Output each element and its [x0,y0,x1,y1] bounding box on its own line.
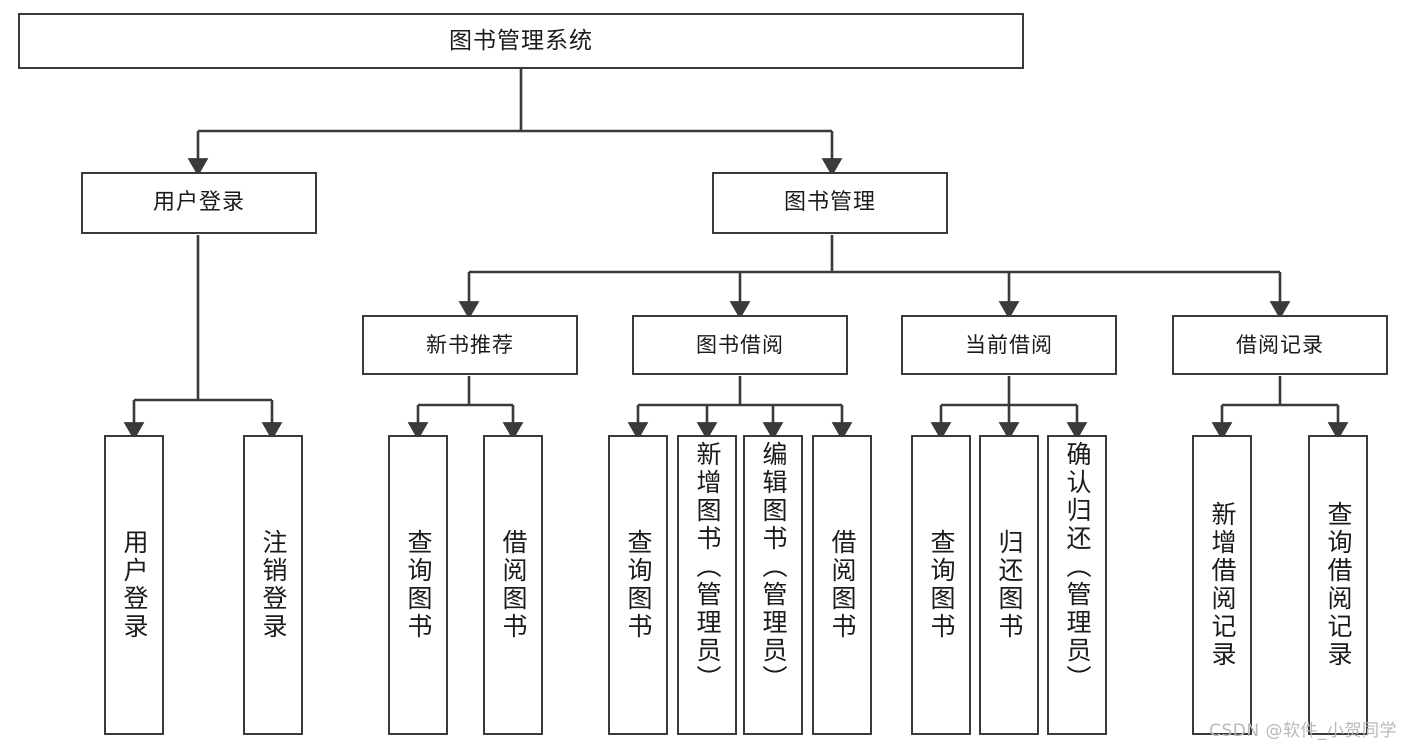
node-label: 用户登录 [152,190,245,216]
node-new-book-recommend[interactable]: 新书推荐 [362,315,578,375]
node-label: 新增借阅记录 [1208,501,1237,669]
node-label: 查询图书 [624,529,653,641]
leaf-query-book-recommend[interactable]: 查询图书 [388,435,448,735]
node-label: 图书管理 [783,190,876,216]
leaf-edit-book-admin[interactable]: 编辑图书（管理员） [743,435,803,735]
leaf-confirm-return-admin[interactable]: 确认归还（管理员） [1047,435,1107,735]
leaf-query-book-borrow[interactable]: 查询图书 [608,435,668,735]
node-root-book-management-system[interactable]: 图书管理系统 [18,13,1024,69]
node-current-borrow[interactable]: 当前借阅 [901,315,1117,375]
leaf-user-logout[interactable]: 注销登录 [243,435,303,735]
leaf-borrow-book[interactable]: 借阅图书 [812,435,872,735]
leaf-add-book-admin[interactable]: 新增图书（管理员） [677,435,737,735]
node-label: 当前借阅 [965,332,1053,357]
node-label: 编辑图书（管理员） [759,441,788,693]
node-label: 查询图书 [404,529,433,641]
node-label: 图书借阅 [696,332,784,357]
node-label: 借阅图书 [828,529,857,641]
leaf-borrow-book-recommend[interactable]: 借阅图书 [483,435,543,735]
node-label: 借阅记录 [1236,332,1324,357]
leaf-query-borrow-record[interactable]: 查询借阅记录 [1308,435,1368,735]
node-user-login[interactable]: 用户登录 [81,172,317,234]
node-label: 用户登录 [120,529,149,641]
node-book-borrow[interactable]: 图书借阅 [632,315,848,375]
node-label: 借阅图书 [499,529,528,641]
node-label: 确认归还（管理员） [1063,441,1092,693]
node-label: 查询借阅记录 [1324,501,1353,669]
leaf-user-login[interactable]: 用户登录 [104,435,164,735]
node-label: 图书管理系统 [449,27,593,54]
leaf-return-book[interactable]: 归还图书 [979,435,1039,735]
leaf-add-borrow-record[interactable]: 新增借阅记录 [1192,435,1252,735]
node-label: 新增图书（管理员） [693,441,722,693]
node-label: 注销登录 [259,529,288,641]
node-book-management[interactable]: 图书管理 [712,172,948,234]
leaf-query-book-current[interactable]: 查询图书 [911,435,971,735]
node-label: 归还图书 [995,529,1024,641]
node-label: 查询图书 [927,529,956,641]
node-label: 新书推荐 [426,332,514,357]
node-borrow-record[interactable]: 借阅记录 [1172,315,1388,375]
csdn-watermark: CSDN @软件_小贺同学 [1209,721,1397,741]
